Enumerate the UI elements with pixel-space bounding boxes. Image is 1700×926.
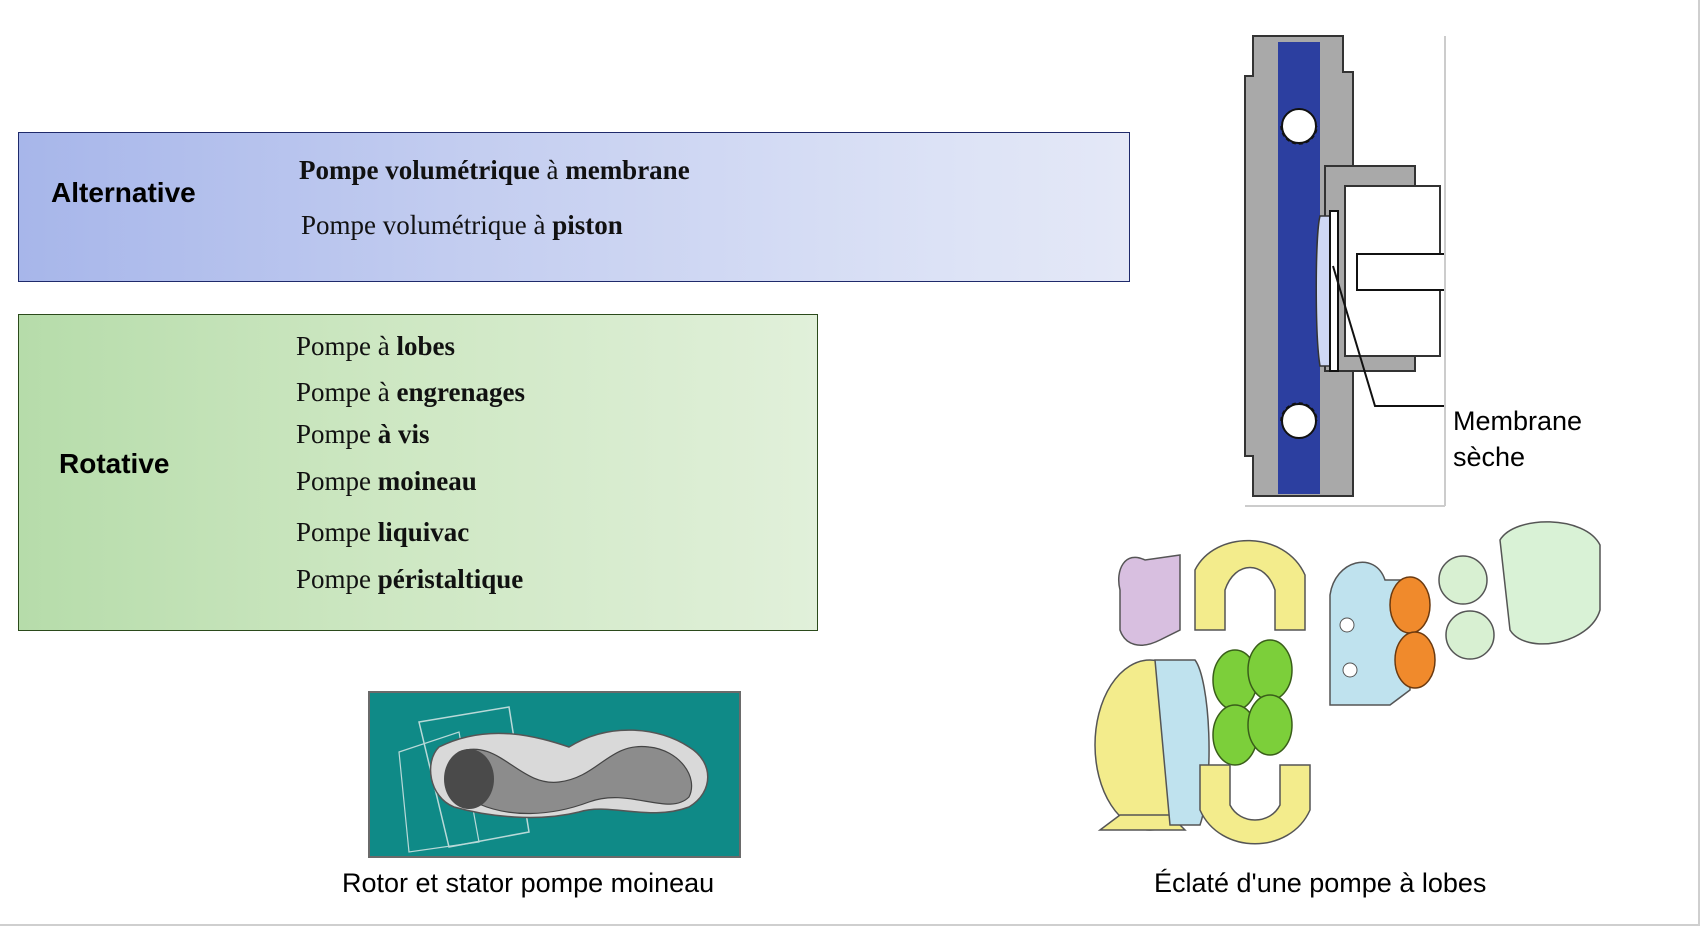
rotative-label: Rotative (59, 448, 170, 479)
alternative-item-membrane: Pompe volumétrique à membrane (299, 155, 690, 185)
membrane-label-line1: Membrane (1453, 406, 1583, 436)
rotative-item-moineau: Pompe moineau (296, 466, 477, 496)
membrane-pump-illustration (1244, 35, 1446, 507)
rotative-item-liquivac: Pompe liquivac (296, 517, 470, 547)
rotative-item-vis: Pompe à vis (296, 419, 430, 449)
lobe-pump-exploded-illustration (1094, 521, 1601, 845)
membrane-label-line2: sèche (1453, 442, 1526, 472)
alternative-category-box: Alternative Pompe volumétrique à membran… (18, 132, 1130, 282)
alternative-label: Alternative (51, 177, 196, 208)
moineau-rotor-stator-image (368, 691, 741, 858)
rotative-category-box: Rotative Pompe à lobes Pompe à engrenage… (18, 314, 818, 631)
rotative-item-engrenages: Pompe à engrenages (296, 377, 525, 407)
rotative-item-lobes: Pompe à lobes (296, 331, 456, 361)
rotor-caption: Rotor et stator pompe moineau (342, 868, 715, 898)
alternative-item-piston: Pompe volumétrique à piston (301, 210, 623, 240)
lobes-caption: Éclaté d'une pompe à lobes (1154, 868, 1487, 898)
rotative-item-peristaltique: Pompe péristaltique (296, 564, 524, 594)
